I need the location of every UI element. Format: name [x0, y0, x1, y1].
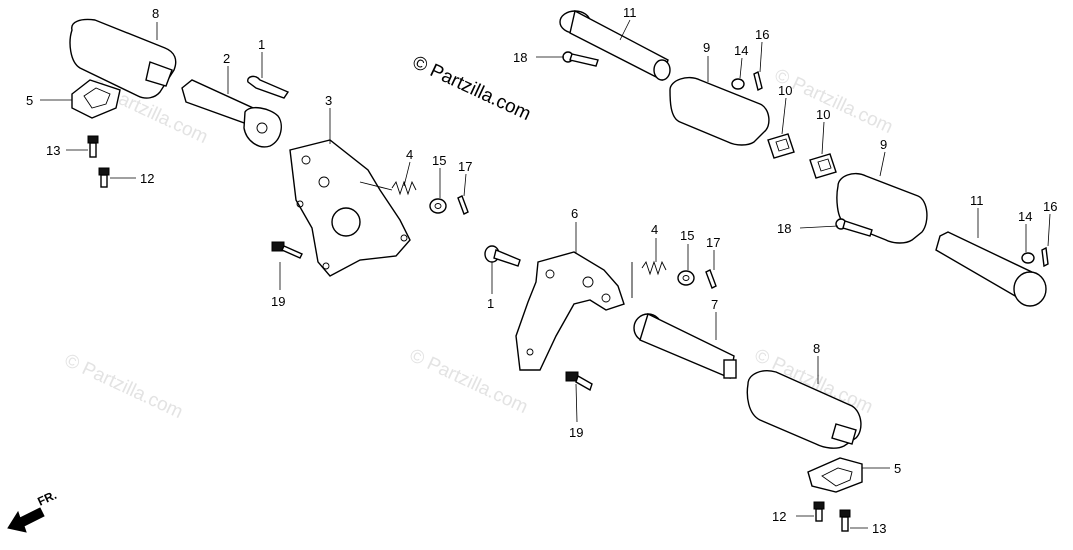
- callout-9-top: 9: [703, 40, 710, 55]
- cotter-pin-17-middle: [705, 269, 717, 289]
- footpeg-rubber-right-second: [836, 172, 928, 244]
- callout-5-lower: 5: [894, 461, 901, 476]
- spring-left: [359, 180, 417, 196]
- callout-3-left: 3: [325, 93, 332, 108]
- pivot-pin-18-top: [562, 51, 599, 67]
- callout-9-second: 9: [880, 137, 887, 152]
- callout-16-right: 16: [1043, 199, 1057, 214]
- callout-1-middle: 1: [487, 296, 494, 311]
- spacer-10-upper: [767, 133, 795, 159]
- callout-10-top: 10: [778, 83, 792, 98]
- callout-2-left: 2: [223, 51, 230, 66]
- bolt-12-lower: [813, 501, 825, 522]
- callout-11-top: 11: [623, 5, 637, 20]
- footpeg-rubber-lower: [746, 370, 862, 449]
- bolt-12-left: [98, 167, 110, 188]
- pivot-pin-1-left: [247, 75, 290, 99]
- callout-8-left: 8: [152, 6, 159, 21]
- footpeg-arm-left: [181, 79, 282, 148]
- callout-15-left: 15: [432, 153, 446, 168]
- callout-5-left: 5: [26, 93, 33, 108]
- callout-19-middle: 19: [569, 425, 583, 440]
- washer-14-right: [1021, 252, 1035, 264]
- leader-lines: [40, 19, 1051, 529]
- spring-middle: [631, 260, 667, 298]
- washer-15-left: [429, 198, 447, 214]
- callout-8-lower: 8: [813, 341, 820, 356]
- callout-17-left: 17: [458, 159, 472, 174]
- spacer-10-lower: [809, 153, 837, 179]
- cotter-pin-17-left: [457, 195, 469, 215]
- callout-4-middle: 4: [651, 222, 658, 237]
- front-direction-label: FR.: [35, 488, 58, 509]
- bolt-13-lower: [839, 509, 851, 532]
- cotter-pin-16-top: [753, 70, 763, 92]
- callout-13-lower: 13: [872, 521, 886, 536]
- callout-11-right: 11: [970, 193, 984, 208]
- pivot-pin-18-right: [835, 218, 873, 237]
- front-direction-arrow-icon: FR.: [7, 488, 59, 533]
- pivot-pin-1-middle: [484, 245, 521, 267]
- callout-1-left: 1: [258, 37, 265, 52]
- callout-numbers: 8 5 13 12 2 1 3 4 15 17 19 11 18 9 14 16…: [26, 5, 1057, 536]
- footpeg-bracket-left: [289, 139, 411, 277]
- callout-14-right: 14: [1018, 209, 1032, 224]
- bolt-13-left: [87, 135, 99, 158]
- bolt-19-left: [271, 241, 303, 259]
- heel-guard-left: [71, 79, 121, 119]
- washer-14-top: [731, 78, 745, 90]
- callout-7-middle: 7: [711, 297, 718, 312]
- callout-18-right: 18: [777, 221, 791, 236]
- callout-18-top: 18: [513, 50, 527, 65]
- washer-15-middle: [677, 270, 695, 286]
- callout-13-left: 13: [46, 143, 60, 158]
- callout-15-middle: 15: [680, 228, 694, 243]
- footpeg-arm-right-lower: [935, 231, 1047, 307]
- callout-10-second: 10: [816, 107, 830, 122]
- callout-12-left: 12: [140, 171, 154, 186]
- footpeg-arm-right-top: [559, 9, 671, 82]
- footpeg-rubber-right-top: [669, 76, 770, 146]
- heel-guard-lower: [807, 457, 863, 493]
- cotter-pin-16-right: [1041, 246, 1049, 268]
- callout-14-top: 14: [734, 43, 748, 58]
- callout-6-middle: 6: [571, 206, 578, 221]
- footpeg-bracket-right: [515, 251, 625, 371]
- callout-12-lower: 12: [772, 509, 786, 524]
- footpeg-rubber-left-top: [69, 18, 177, 99]
- callout-16-top: 16: [755, 27, 769, 42]
- callout-19-left: 19: [271, 294, 285, 309]
- footpeg-arm-middle: [633, 313, 737, 379]
- callout-4-left: 4: [406, 147, 413, 162]
- callout-17-middle: 17: [706, 235, 720, 250]
- bolt-19-middle: [565, 371, 593, 392]
